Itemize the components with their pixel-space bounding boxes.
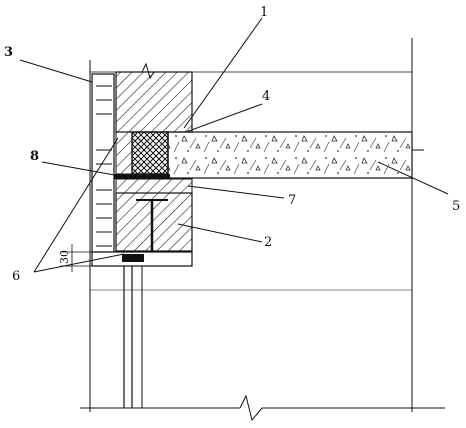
leader-6a <box>33 137 119 273</box>
lintel-lower <box>115 192 193 252</box>
callout-7: 7 <box>288 193 296 208</box>
leader-3 <box>19 59 93 83</box>
lintel-layer <box>115 178 193 194</box>
leader-lines <box>19 17 449 273</box>
callout-4: 4 <box>262 89 270 104</box>
seal-strip <box>114 174 170 179</box>
leader-7 <box>187 185 285 199</box>
callout-3: 3 <box>4 45 13 60</box>
leader-4 <box>185 103 263 133</box>
callout-8: 8 <box>30 149 39 164</box>
insulation-block <box>131 131 169 175</box>
window-frame <box>91 251 193 408</box>
callout-1: 1 <box>260 5 268 20</box>
floor-slab <box>167 131 424 179</box>
dimension-value: 30 <box>58 250 71 264</box>
callout-5: 5 <box>452 199 460 214</box>
callout-labels: 1 2 3 4 5 6 7 8 <box>4 5 460 284</box>
leader-8 <box>41 161 121 177</box>
leader-5 <box>377 161 449 195</box>
callout-2: 2 <box>264 235 272 250</box>
leader-6b <box>33 253 125 273</box>
facing-brick <box>91 73 115 253</box>
leader-1 <box>183 17 263 129</box>
leader-2 <box>177 223 263 243</box>
masonry-wall-upper <box>115 62 193 133</box>
callout-6: 6 <box>12 269 20 284</box>
dimension-30: 30 <box>58 244 92 272</box>
